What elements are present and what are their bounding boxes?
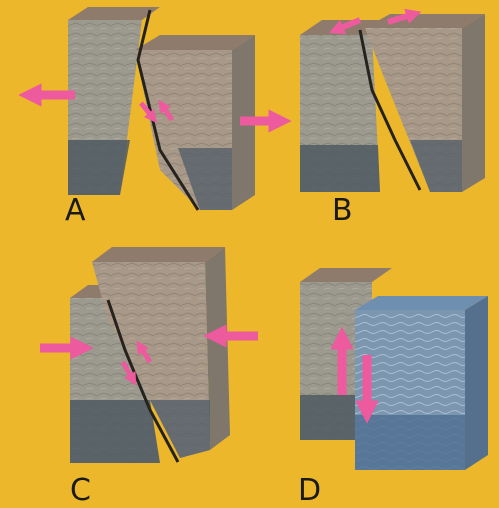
panel-d bbox=[300, 268, 488, 470]
panel-d-right-block bbox=[355, 296, 488, 470]
panel-a bbox=[30, 7, 280, 210]
panel-d-label: D bbox=[298, 476, 321, 506]
panel-b-label: B bbox=[332, 196, 353, 226]
panel-c-label: C bbox=[70, 476, 91, 506]
panel-a-label: A bbox=[65, 196, 86, 226]
panel-b-right-block bbox=[365, 14, 485, 192]
panel-b bbox=[300, 14, 485, 192]
panel-c bbox=[40, 247, 258, 463]
